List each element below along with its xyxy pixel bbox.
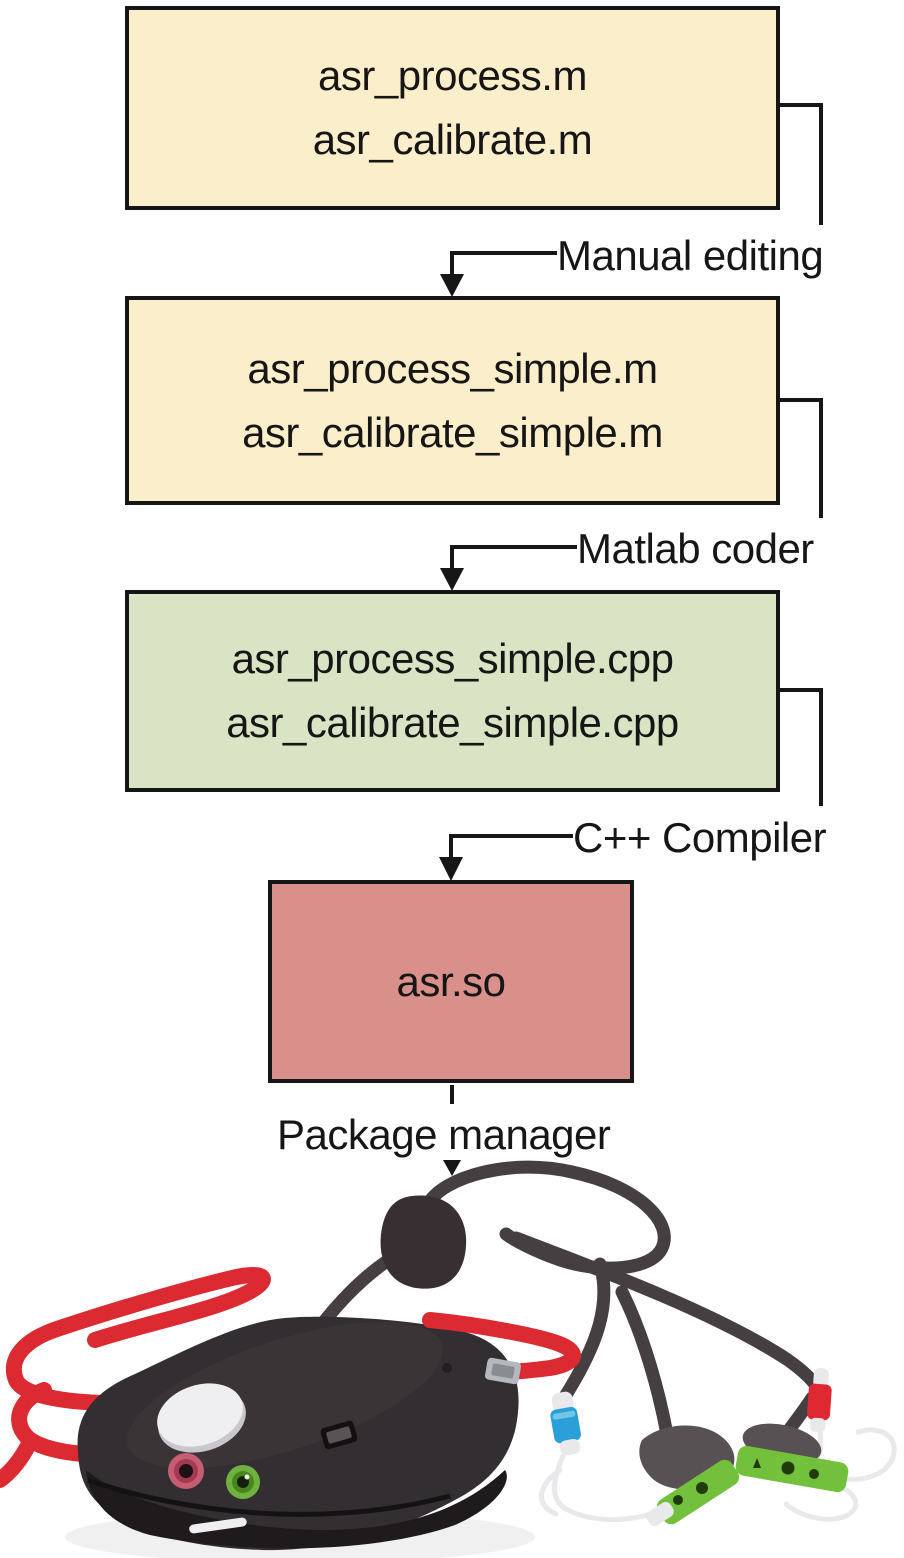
cable-splitter: [380, 1195, 467, 1289]
filename: asr_calibrate_simple.cpp: [226, 699, 679, 746]
connector-lines: [449, 103, 823, 1104]
connector-blue-bottom: [559, 1438, 581, 1456]
ear-clip-right-hole-triangle: [753, 1458, 761, 1468]
headphone-jack-glint: [244, 1474, 250, 1480]
ear-clip-left-hole: [696, 1482, 708, 1494]
step-label-cpp-compiler: C++ Compiler: [573, 814, 827, 861]
connector-label1-to-box2: [450, 251, 557, 276]
ear-clip-left-tip: [646, 1501, 674, 1527]
mic-jack: [168, 1453, 204, 1489]
step-label-matlab-coder: Matlab coder: [577, 525, 814, 572]
arrowhead-icon: [443, 1160, 461, 1176]
box-matlab-originals: asr_process.m asr_calibrate.m: [125, 6, 780, 210]
box-shared-library: asr.so: [268, 880, 634, 1083]
usb-port-inner: [326, 1426, 352, 1444]
filename: asr_calibrate.m: [312, 116, 593, 163]
headphone-jack: [226, 1465, 260, 1499]
connector-blue: [550, 1391, 581, 1456]
led-slot: [189, 1517, 247, 1534]
device-photo: [0, 1160, 897, 1558]
mic-jack-hole: [179, 1464, 193, 1478]
connector-red-bottom: [810, 1417, 826, 1433]
ear-clip-right-hole: [809, 1469, 819, 1479]
filename: asr.so: [396, 957, 506, 1005]
step-label-manual-editing: Manual editing: [557, 232, 824, 279]
device-detail-dot: [442, 1363, 452, 1373]
lanyard-right-segment: [422, 1312, 581, 1385]
filename: asr_process_simple.m: [247, 344, 658, 392]
box-cpp-generated: asr_process_simple.cpp asr_calibrate_sim…: [125, 590, 780, 792]
connector-blue-highlight: [552, 1410, 576, 1420]
filename: asr_process.m: [318, 52, 587, 99]
arrowhead-icon: [440, 274, 464, 297]
lanyard-right-hook: [422, 1312, 581, 1381]
ear-clip-left-hole: [673, 1495, 683, 1505]
filename: asr_process_simple.cpp: [231, 635, 674, 682]
ear-clip-left: [639, 1425, 740, 1527]
connector-blue-body: [550, 1406, 581, 1444]
strap-buckle-inner: [491, 1363, 515, 1379]
cable-branch-clip-left: [615, 1285, 675, 1447]
wire-blue-to-clip: [551, 1453, 659, 1522]
connector-red-body: [807, 1383, 832, 1421]
box-matlab-simplified: asr_process_simple.m asr_calibrate_simpl…: [125, 296, 780, 505]
connector-label2-to-box3: [450, 545, 577, 570]
connector-red-top: [813, 1367, 829, 1389]
ear-clip-right: [735, 1423, 849, 1493]
cable-branch-blue: [555, 1257, 611, 1409]
connector-red: [807, 1367, 832, 1433]
wire-blue-loop: [539, 1467, 563, 1517]
ear-clip-right-hole: [781, 1461, 795, 1475]
arrowhead-icon: [440, 568, 464, 591]
electrode-wires: [539, 1427, 897, 1522]
arrowheads: [439, 274, 464, 1176]
device-seam: [87, 1477, 451, 1517]
connector-label3-to-box4: [449, 834, 573, 859]
step-label-package-manager: Package manager: [277, 1111, 611, 1158]
arrowhead-icon: [439, 857, 463, 881]
power-button: [157, 1383, 243, 1447]
device-body: [77, 1316, 519, 1551]
wire-right-loop: [827, 1427, 897, 1482]
usb-port: [320, 1420, 358, 1450]
lanyard-tail: [0, 1434, 38, 1488]
filename: asr_calibrate_simple.m: [242, 408, 663, 456]
connector-box2-to-label: [780, 398, 823, 518]
strap-buckle: [484, 1357, 522, 1385]
connector-box3-to-label: [780, 688, 823, 806]
connector-box1-to-label: [780, 103, 823, 225]
wire-right-loop2: [783, 1481, 859, 1522]
